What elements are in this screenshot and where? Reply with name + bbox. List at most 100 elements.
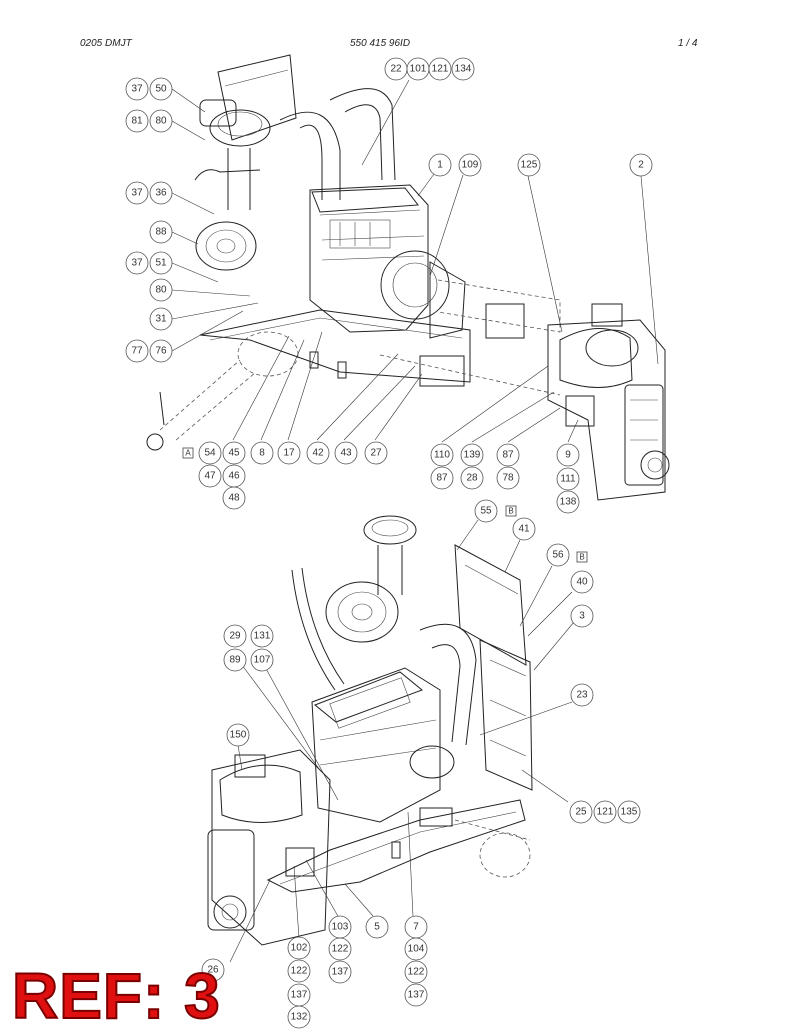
upper-callout-28: 28 — [460, 466, 484, 490]
svg-text:27: 27 — [370, 448, 382, 459]
lower-callout-41: 41 — [512, 517, 536, 541]
svg-text:137: 137 — [291, 990, 308, 1001]
upper-callout-76: 76 — [149, 339, 173, 363]
lower-callout-150: 150 — [226, 723, 250, 747]
svg-text:29: 29 — [229, 631, 241, 642]
svg-text:55: 55 — [480, 506, 492, 517]
upper-callout-54: 54 — [198, 441, 222, 465]
upper-callout-36: 36 — [149, 181, 173, 205]
svg-text:110: 110 — [434, 450, 450, 461]
upper-callout-80: 80 — [149, 278, 173, 302]
lower-callout-56: 56 — [546, 543, 570, 567]
svg-text:26: 26 — [207, 965, 219, 976]
svg-text:102: 102 — [291, 943, 308, 954]
svg-text:122: 122 — [291, 966, 308, 977]
svg-text:42: 42 — [312, 448, 324, 459]
svg-text:7: 7 — [413, 922, 419, 933]
lower-callout-5: 5 — [365, 915, 389, 939]
svg-text:22: 22 — [390, 64, 402, 75]
svg-text:125: 125 — [521, 160, 538, 171]
svg-text:121: 121 — [597, 807, 614, 818]
upper-callout-81: 81 — [125, 109, 149, 133]
svg-text:87: 87 — [436, 473, 448, 484]
lower-callout-107: 107 — [250, 648, 274, 672]
svg-text:45: 45 — [228, 448, 240, 459]
callout-box-labels: A B B — [182, 447, 588, 563]
svg-text:5: 5 — [374, 922, 380, 933]
upper-transmission-assembly — [547, 303, 670, 501]
svg-text:46: 46 — [228, 471, 240, 482]
upper-callout-37: 37 — [125, 251, 149, 275]
svg-text:137: 137 — [408, 990, 425, 1001]
upper-box-label-A-0: A — [182, 447, 194, 459]
upper-callout-9: 9 — [556, 443, 580, 467]
svg-text:A: A — [185, 449, 191, 458]
lower-callout-25: 25 — [569, 800, 593, 824]
svg-text:81: 81 — [131, 116, 143, 127]
svg-text:56: 56 — [552, 550, 564, 561]
lower-callout-29: 29 — [223, 624, 247, 648]
upper-callout-101: 101 — [406, 57, 430, 81]
header-page-indicator: 1 / 4 — [678, 38, 698, 49]
upper-callout-50: 50 — [149, 77, 173, 101]
upper-callout-110: 110 — [430, 443, 454, 467]
lower-callout-55: 55 — [474, 499, 498, 523]
svg-text:43: 43 — [340, 448, 352, 459]
svg-text:122: 122 — [408, 967, 425, 978]
lower-callout-137: 137 — [404, 983, 428, 1007]
lower-callout-122: 122 — [287, 959, 311, 983]
upper-callout-121: 121 — [428, 57, 452, 81]
svg-text:37: 37 — [131, 188, 143, 199]
upper-callout-80: 80 — [149, 109, 173, 133]
svg-text:107: 107 — [254, 655, 271, 666]
upper-callout-125: 125 — [517, 153, 541, 177]
svg-text:87: 87 — [502, 450, 514, 461]
upper-callout-37: 37 — [125, 181, 149, 205]
upper-callout-139: 139 — [460, 443, 484, 467]
upper-callout-77: 77 — [125, 339, 149, 363]
upper-callout-27: 27 — [364, 441, 388, 465]
svg-text:17: 17 — [283, 448, 295, 459]
header-part-number: 550 415 96ID — [350, 38, 411, 49]
lower-callout-23: 23 — [570, 683, 594, 707]
upper-callout-8: 8 — [250, 441, 274, 465]
svg-text:101: 101 — [410, 64, 427, 75]
upper-callout-87: 87 — [496, 443, 520, 467]
svg-text:131: 131 — [254, 631, 271, 642]
upper-leader-lines — [171, 79, 659, 443]
svg-text:139: 139 — [464, 450, 481, 461]
svg-text:138: 138 — [560, 497, 577, 508]
svg-text:122: 122 — [332, 944, 349, 955]
svg-text:104: 104 — [408, 944, 425, 955]
lower-callout-26: 26 — [201, 958, 225, 982]
lower-callout-104: 104 — [404, 937, 428, 961]
upper-callout-47: 47 — [198, 464, 222, 488]
lower-callout-131: 131 — [250, 624, 274, 648]
svg-text:51: 51 — [155, 258, 167, 269]
ref-stamp: REF: 3 — [11, 960, 221, 1032]
svg-text:41: 41 — [518, 524, 530, 535]
svg-text:37: 37 — [131, 258, 143, 269]
upper-callout-1: 1 — [428, 153, 452, 177]
svg-text:88: 88 — [155, 227, 167, 238]
upper-callout-2: 2 — [629, 153, 653, 177]
svg-text:37: 37 — [131, 84, 143, 95]
header-left-code: 0205 DMJT — [80, 38, 132, 49]
lower-box-label-B-1: B — [505, 505, 517, 517]
svg-text:48: 48 — [228, 493, 240, 504]
svg-text:36: 36 — [155, 188, 167, 199]
svg-text:54: 54 — [204, 448, 216, 459]
svg-text:28: 28 — [466, 473, 478, 484]
svg-text:40: 40 — [576, 577, 588, 588]
upper-callout-45: 45 — [222, 441, 246, 465]
lower-leader-lines — [229, 519, 575, 963]
lower-box-label-B-2: B — [576, 551, 588, 563]
upper-callout-111: 111 — [556, 467, 580, 491]
svg-text:76: 76 — [155, 346, 167, 357]
upper-callout-78: 78 — [496, 466, 520, 490]
svg-text:1: 1 — [437, 160, 443, 171]
upper-callout-134: 134 — [451, 57, 475, 81]
upper-callout-138: 138 — [556, 490, 580, 514]
lower-callout-132: 132 — [287, 1005, 311, 1029]
